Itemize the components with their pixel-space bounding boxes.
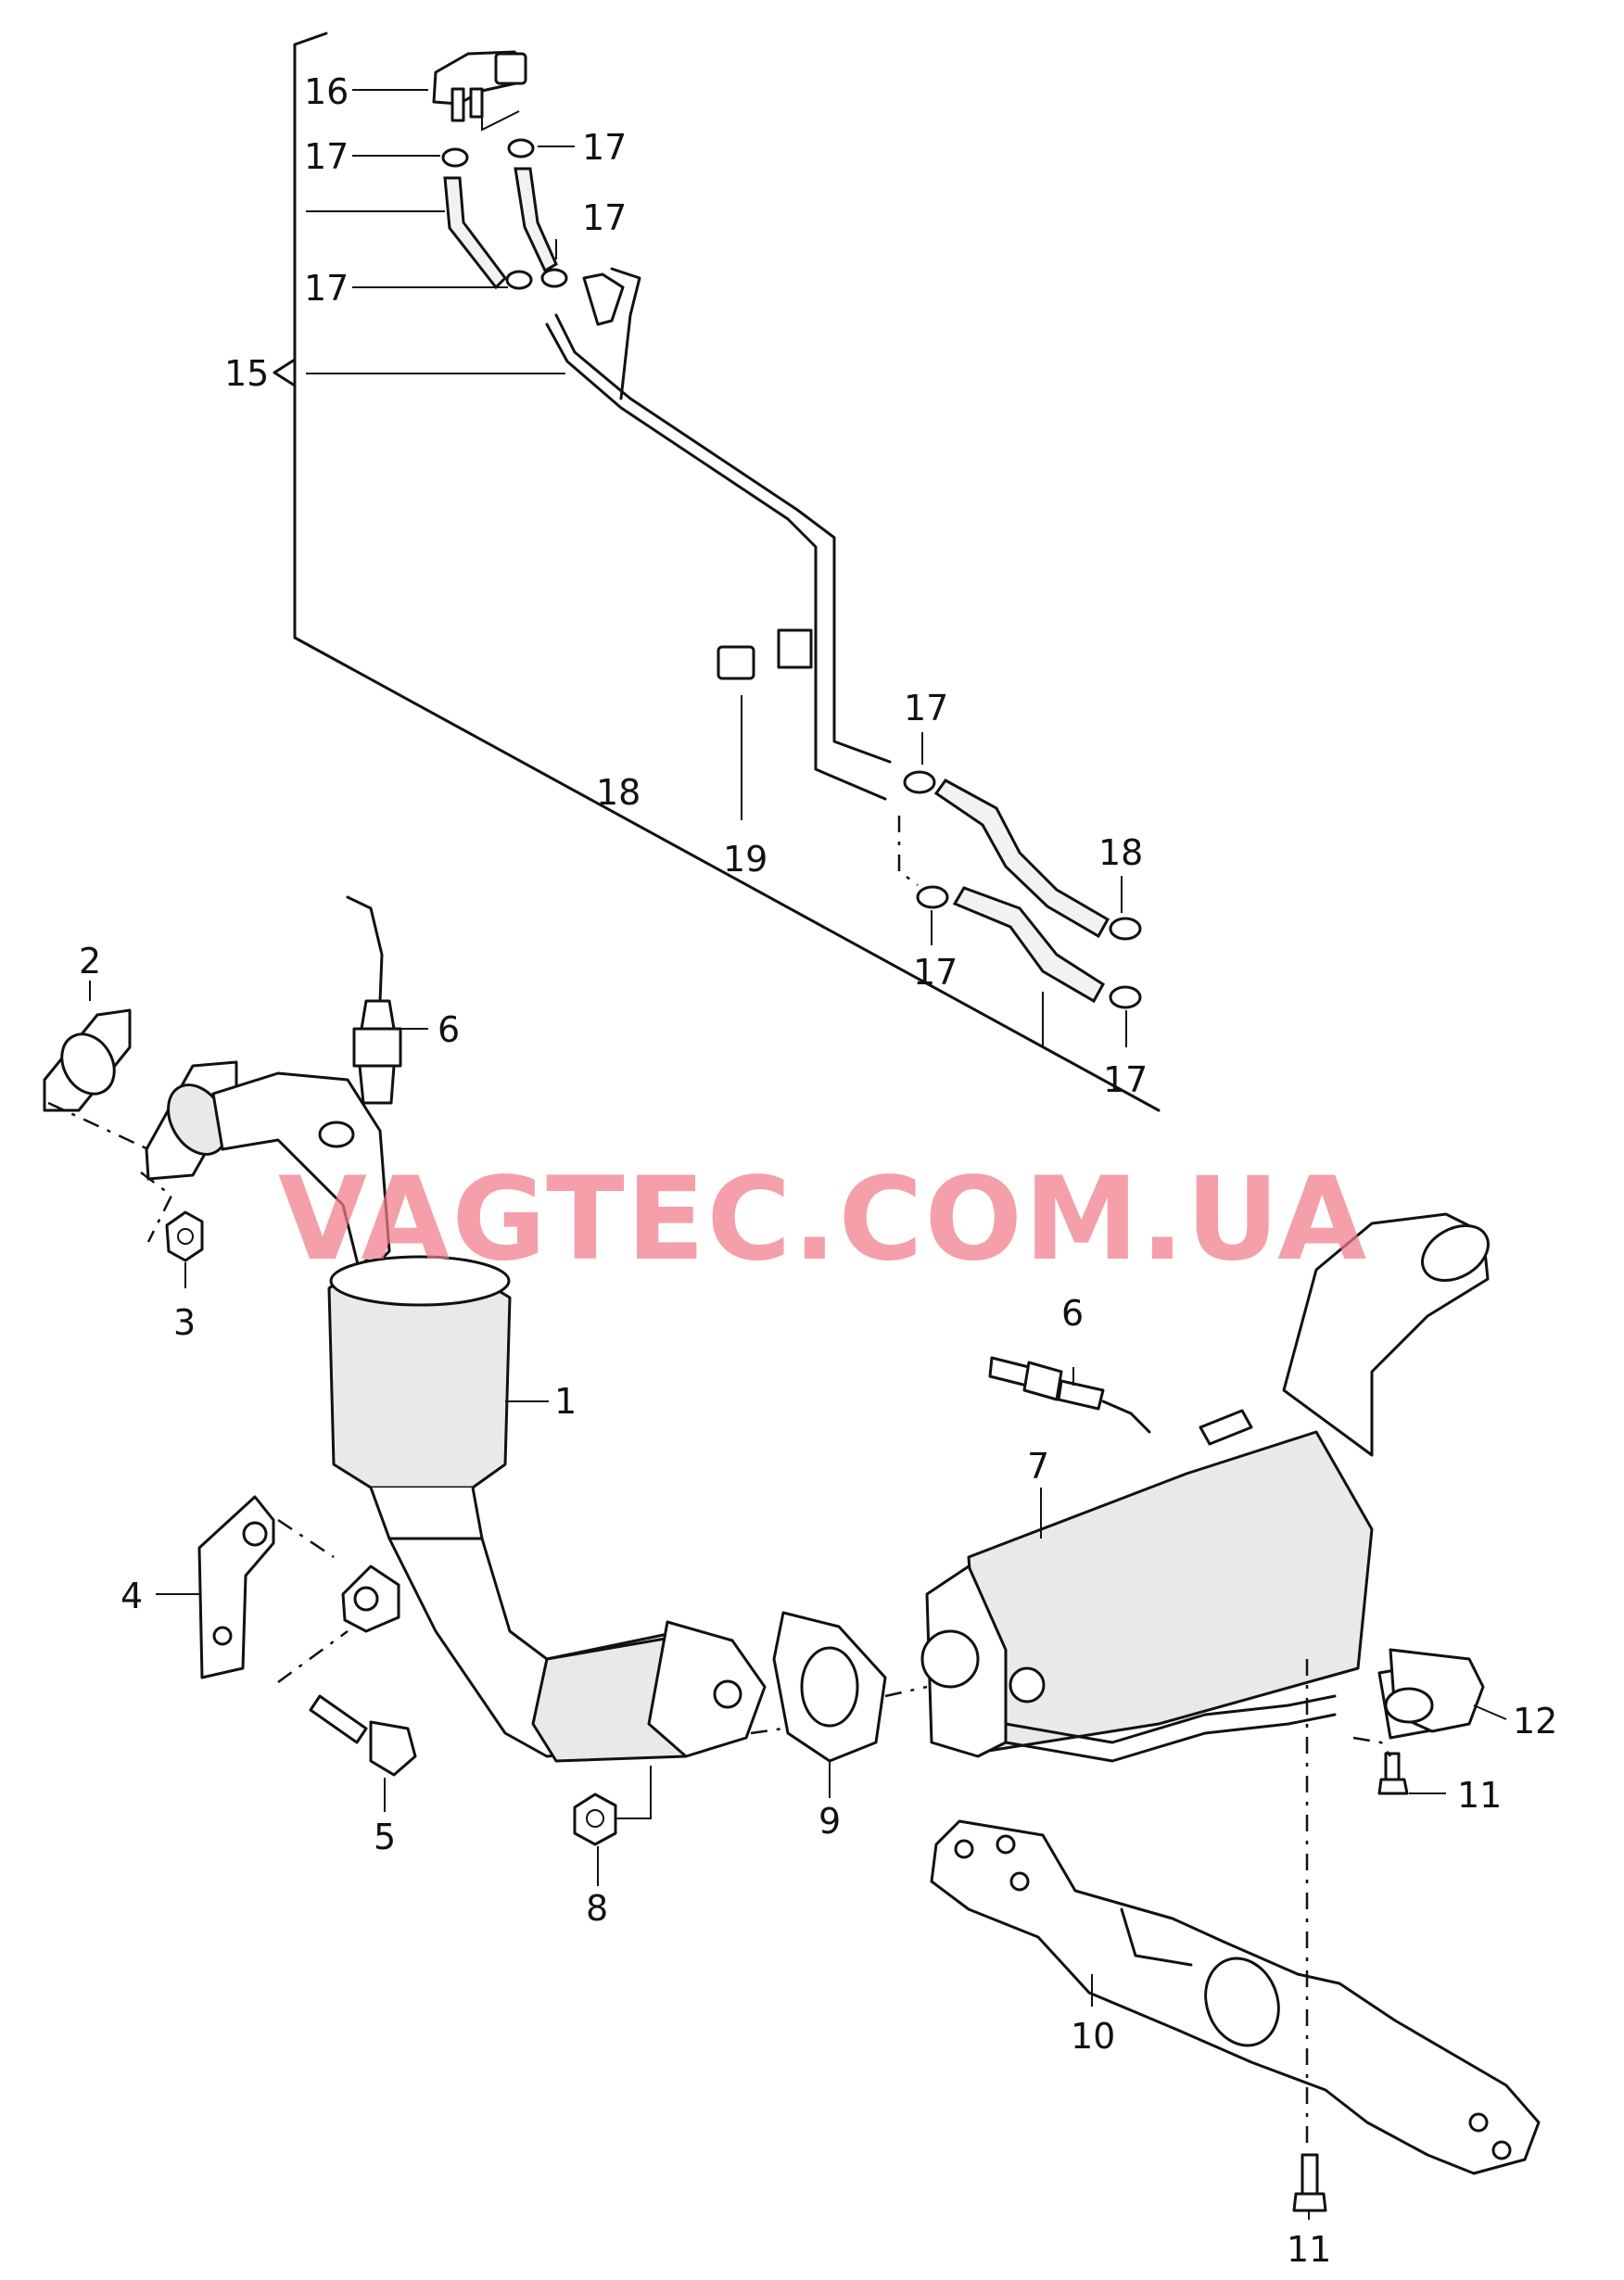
alignment-lines	[47, 1101, 1392, 2150]
watermark: VAGTEC.COM.UA	[278, 1153, 1368, 1286]
leader-lines	[89, 89, 1507, 2220]
callout-8: 8	[586, 1888, 608, 1929]
callout-17: 17	[304, 136, 349, 177]
callout-6: 6	[1061, 1293, 1084, 1334]
bracket-12	[1377, 1648, 1485, 1740]
particulate-filter-7	[920, 1212, 1490, 1763]
callout-labels: 16 17 17 17 17 15 18 19 17 18 17 17 2 6 …	[79, 71, 1557, 2270]
pressure-sensor-16	[432, 50, 527, 132]
callout-17: 17	[582, 197, 627, 238]
crossmember-10	[930, 1819, 1541, 2175]
callout-6: 6	[438, 1009, 460, 1050]
callout-10: 10	[1071, 2016, 1115, 2057]
callout-11: 11	[1287, 2229, 1331, 2270]
callout-11: 11	[1457, 1775, 1502, 1816]
bracket-4	[197, 1495, 400, 1679]
callout-15: 15	[224, 353, 269, 394]
callout-17: 17	[304, 268, 349, 309]
callout-7: 7	[1027, 1446, 1049, 1487]
gasket-2	[43, 1008, 132, 1112]
catalytic-converter-1	[327, 1255, 512, 1540]
callout-17: 17	[1103, 1059, 1148, 1100]
nut-3	[165, 1210, 204, 1262]
callout-4: 4	[121, 1576, 143, 1616]
vacuum-hoses-lower	[897, 779, 1110, 1004]
nut-8	[573, 1792, 617, 1846]
callout-17: 17	[904, 688, 948, 728]
intermediate-pipe	[387, 1537, 767, 1763]
hose-clamps-lower	[903, 770, 1142, 1009]
callout-3: 3	[173, 1302, 196, 1343]
hose-clamps-upper	[441, 138, 568, 290]
callout-12: 12	[1513, 1701, 1557, 1742]
callout-19: 19	[723, 839, 768, 880]
callout-16: 16	[304, 71, 349, 112]
callout-9: 9	[818, 1801, 841, 1842]
bolt-5	[309, 1694, 417, 1777]
callout-18: 18	[1098, 832, 1143, 873]
callout-5: 5	[374, 1817, 396, 1857]
callout-2: 2	[79, 941, 101, 982]
callout-17: 17	[913, 952, 958, 993]
callout-18: 18	[596, 772, 641, 813]
callout-1: 1	[554, 1381, 577, 1422]
lambda-probe-6-front	[346, 895, 402, 1105]
callout-17: 17	[582, 127, 627, 168]
vacuum-hoses-upper	[443, 167, 558, 290]
bolt-11-lower	[1292, 2153, 1327, 2212]
bracket-15	[273, 32, 1161, 1112]
bolt-11-upper	[1377, 1752, 1409, 1795]
gasket-9	[772, 1611, 887, 1763]
pipe-assembly	[545, 267, 892, 801]
lambda-probe-6-rear	[988, 1356, 1151, 1434]
